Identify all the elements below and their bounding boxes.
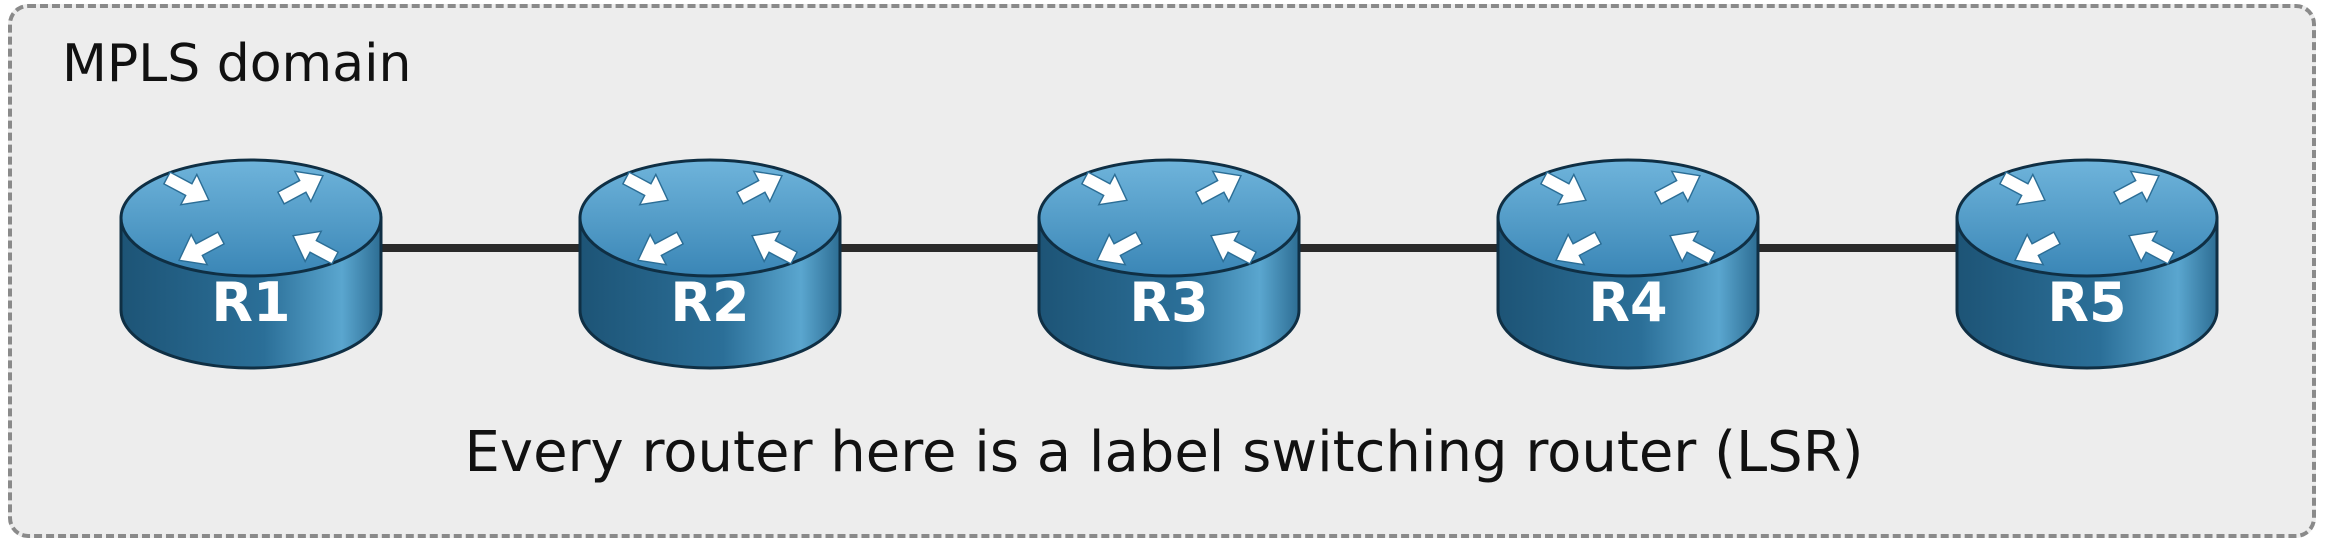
router-label: R1 — [211, 271, 290, 334]
router-r5[interactable]: R5 — [1955, 158, 2219, 370]
router-top — [1955, 158, 2219, 278]
router-r3[interactable]: R3 — [1037, 158, 1301, 370]
router-top — [119, 158, 383, 278]
routers: R1 R2 R3 R4 R5 — [119, 158, 2219, 370]
router-top — [1037, 158, 1301, 278]
router-r1[interactable]: R1 — [119, 158, 383, 370]
caption-text: Every router here is a label switching r… — [464, 420, 1864, 485]
router-top — [1496, 158, 1760, 278]
domain-label: MPLS domain — [62, 34, 412, 94]
router-r2[interactable]: R2 — [578, 158, 842, 370]
router-label: R5 — [2047, 271, 2126, 334]
router-label: R3 — [1129, 271, 1208, 334]
router-r4[interactable]: R4 — [1496, 158, 1760, 370]
router-top — [578, 158, 842, 278]
router-label: R2 — [670, 271, 749, 334]
router-label: R4 — [1588, 271, 1667, 334]
